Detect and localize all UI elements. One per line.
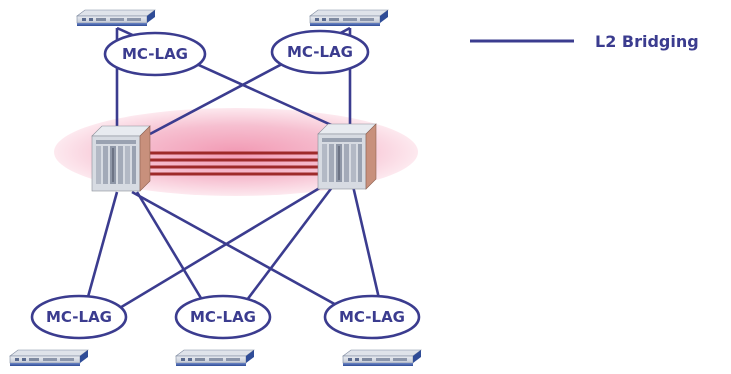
switch-icon [9, 349, 89, 367]
mclag-group: MC-LAG [103, 31, 207, 77]
mclag-group: MC-LAG [174, 294, 272, 340]
switch-icon [342, 349, 422, 367]
mclag-label: MC-LAG [190, 308, 256, 326]
switch-icon [76, 9, 156, 27]
chassis-switch-icon [317, 123, 377, 190]
switch-icon [175, 349, 255, 367]
mclag-group: MC-LAG [30, 294, 128, 340]
chassis-switch-icon [91, 125, 151, 192]
mclag-label: MC-LAG [46, 308, 112, 326]
inter-chassis-link [148, 151, 318, 176]
mclag-label: MC-LAG [122, 45, 188, 63]
mclag-label: MC-LAG [339, 308, 405, 326]
mclag-group: MC-LAG [323, 294, 421, 340]
switch-icon [309, 9, 389, 27]
legend: L2 Bridging [470, 32, 699, 51]
mclag-label: MC-LAG [287, 43, 353, 61]
legend-label: L2 Bridging [595, 32, 699, 51]
mclag-group: MC-LAG [270, 29, 370, 75]
